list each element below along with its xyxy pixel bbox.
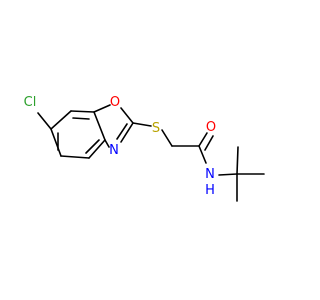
bond-c2-n3 [120,122,134,143]
ring-oxygen-label: O [110,95,120,110]
bond-inner-2 [85,139,100,154]
ring-nitrogen-label: N [109,143,119,158]
bonds [37,104,265,202]
carbonyl-oxygen-label: O [206,120,216,135]
bond-c7a-c3a [93,111,106,141]
amide-nitrogen-label: N [205,167,215,182]
bond-s-ch2 [161,129,173,147]
atom-labels: Cl O N S O N H [24,95,216,198]
sulfur-label: S [152,121,160,136]
bond-c-o-double [204,135,214,151]
bond-c4-c5 [60,155,90,159]
bond-c7-c7a [70,110,95,113]
bond-c2-s [132,122,152,127]
bond-c3a-c4 [88,139,106,159]
bond-c-o [198,132,208,147]
molecule-structure: Cl O N S O N H [24,95,265,202]
bond-c5-c6 [50,128,62,157]
chlorine-label: Cl [24,95,37,110]
bond-c2-n3-double [116,123,128,140]
bond-n-c [218,173,238,176]
bond-c6-c7 [50,110,72,130]
bond-c7a-o1 [93,104,111,113]
bond-inner-1 [72,117,90,120]
bond-n3-c3a [104,139,110,148]
amide-hydrogen-label: H [205,183,215,198]
bond-c6-cl [37,112,52,130]
bond-tbu-2 [236,146,239,175]
bond-c-n [198,145,207,164]
bond-o1-c2 [120,107,134,124]
